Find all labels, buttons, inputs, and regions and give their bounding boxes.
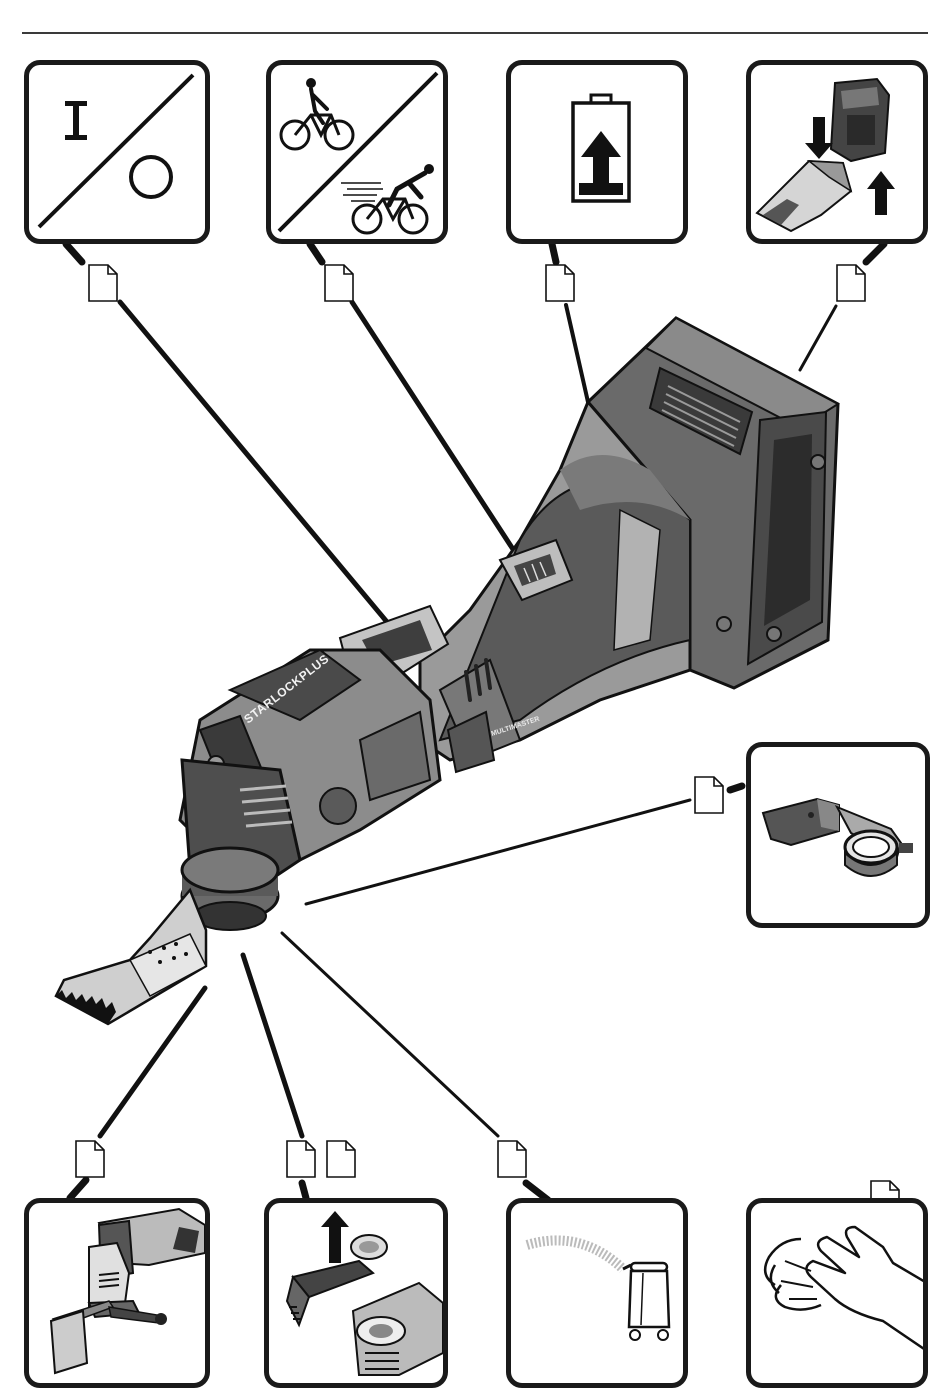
tool-body: MULTIMASTER STARLOCKPLUS	[180, 402, 690, 930]
saw-blade	[56, 890, 206, 1024]
